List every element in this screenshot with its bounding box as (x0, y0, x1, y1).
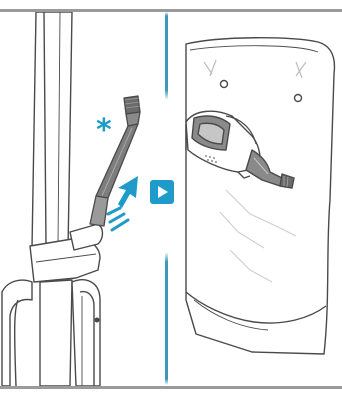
panel-divider (165, 12, 168, 385)
stick-vacuum-body (2, 12, 103, 386)
illustration-canvas: * (0, 12, 342, 386)
play-right-icon (150, 180, 174, 204)
bottom-rule (0, 386, 342, 389)
car-seat (186, 38, 334, 354)
step-marker-asterisk: * (96, 113, 112, 148)
